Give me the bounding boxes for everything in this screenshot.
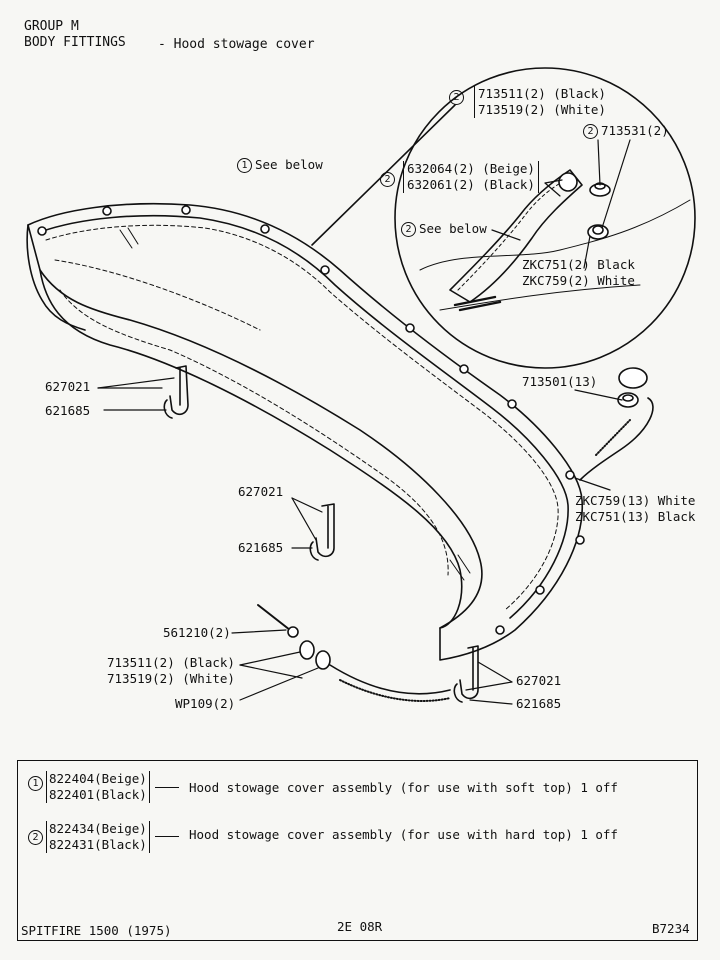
cover-outline: [27, 202, 583, 661]
table-row: 2: [28, 829, 46, 845]
page-subtitle: - Hood stowage cover: [158, 37, 315, 52]
callout-632064: 2: [380, 172, 398, 187]
label-zkc751-inset: ZKC751(2) Black ZKC759(2) White: [522, 257, 635, 288]
circle-number-icon: 2: [380, 172, 395, 187]
table-row: 1: [28, 775, 46, 791]
footer-ref: B7234: [652, 921, 690, 936]
detail-inset-circle: [394, 67, 696, 369]
label-627021-a: 627021: [45, 379, 91, 394]
row-connector-line: [155, 787, 179, 788]
label-713511-b: 713511(2) (Black) 713519(2) (White): [107, 655, 235, 686]
row-connector-line: [155, 836, 179, 837]
circle-number-icon: 2: [28, 830, 43, 845]
circle-number-icon: 2: [449, 90, 464, 105]
group-label: GROUP M: [24, 19, 79, 34]
circle-number-icon: 2: [401, 222, 416, 237]
label-632064: 632064(2) (Beige) 632061(2) (Black): [403, 161, 539, 193]
label-wp109: WP109(2): [175, 696, 236, 711]
table-row-parts: 822434(Beige) 822431(Black): [46, 821, 150, 853]
circle-number-icon: 1: [28, 776, 43, 791]
circle-number-icon: 2: [583, 124, 598, 139]
table-row-description: Hood stowage cover assembly (for use wit…: [189, 780, 618, 795]
footer-model: SPITFIRE 1500 (1975): [21, 923, 172, 938]
label-621685-b: 621685: [238, 540, 284, 555]
label-713501: 713501(13): [522, 374, 598, 389]
table-row-parts: 822404(Beige) 822401(Black): [46, 771, 150, 803]
label-621685-a: 621685: [45, 403, 91, 418]
label-627021-b: 627021: [238, 484, 284, 499]
label-627021-c: 627021: [516, 673, 562, 688]
label-713511-inset: 713511(2) (Black) 713519(2) (White): [474, 86, 606, 118]
label-zkc759-13: ZKC759(13) White ZKC751(13) Black: [575, 493, 696, 524]
section-label: BODY FITTINGS: [24, 35, 126, 50]
label-621685-c: 621685: [516, 696, 562, 711]
footer-page: 2E 08R: [337, 919, 383, 934]
parts-table: 1 822404(Beige) 822401(Black) Hood stowa…: [17, 760, 698, 941]
callout-713511-inset: 2: [449, 90, 467, 105]
circle-number-icon: 1: [237, 158, 252, 173]
label-561210: 561210(2): [163, 625, 231, 640]
table-row-description: Hood stowage cover assembly (for use wit…: [189, 827, 618, 842]
